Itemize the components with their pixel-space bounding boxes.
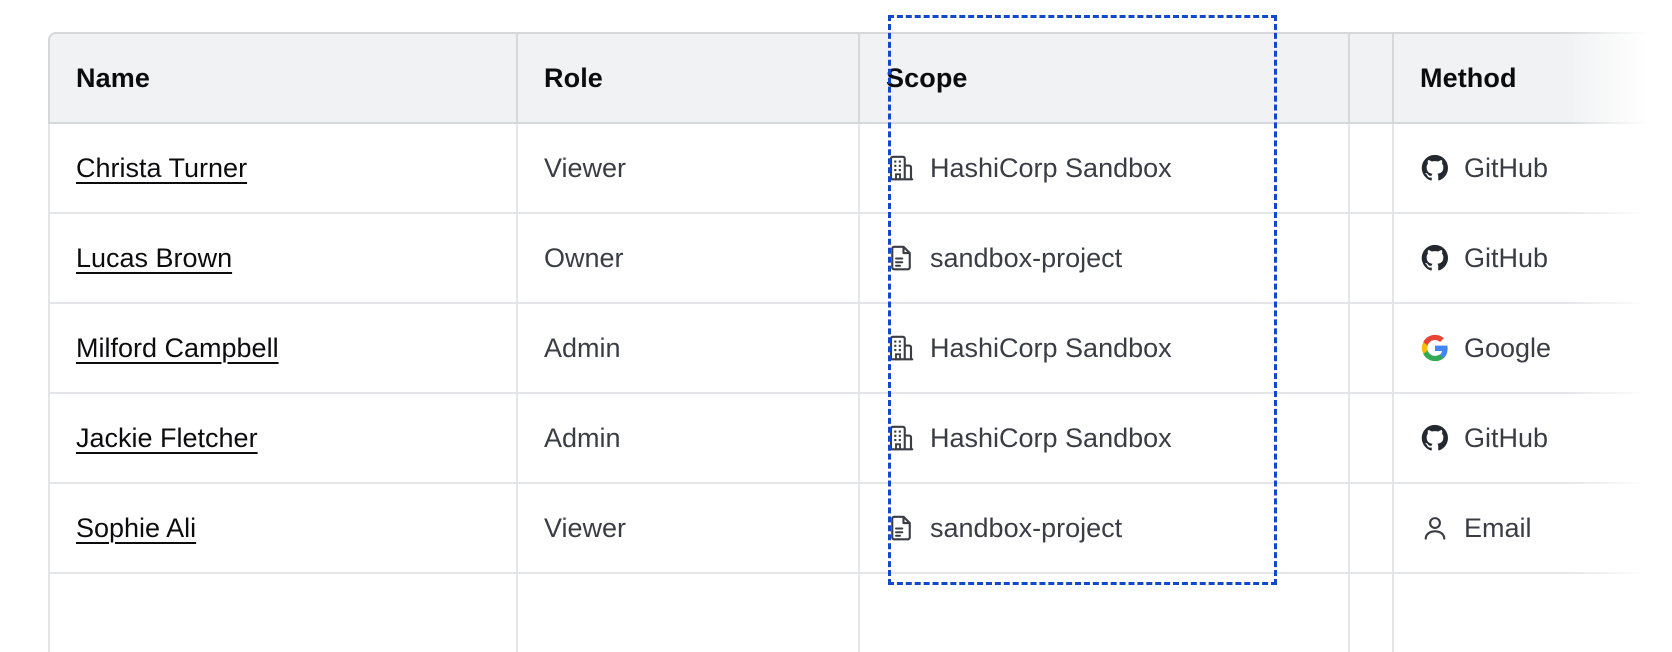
github-icon (1421, 244, 1448, 271)
column-header-role[interactable]: Role (518, 32, 860, 124)
document-icon (891, 515, 911, 541)
cell-role: Viewer (518, 484, 860, 574)
cell-role: Admin (518, 304, 860, 394)
cell-role: Viewer (518, 124, 860, 214)
github-icon (1421, 424, 1448, 451)
cell-name (48, 574, 518, 652)
cell-spacer (1350, 394, 1394, 484)
cell-role: Admin (518, 394, 860, 484)
member-name-link[interactable]: Lucas Brown (76, 242, 233, 273)
document-icon (891, 245, 911, 271)
members-table: Name Role Scope Method Christa Turner Vi… (48, 32, 1672, 652)
user-icon (1424, 517, 1446, 540)
cell-method: Email (1394, 484, 1672, 574)
cell-scope: HashiCorp Sandbox (860, 124, 1350, 214)
scope-label: HashiCorp Sandbox (930, 422, 1172, 453)
cell-scope: HashiCorp Sandbox (860, 394, 1350, 484)
cell-method: GitHub (1394, 124, 1672, 214)
building-icon (888, 155, 914, 181)
google-icon (1421, 334, 1448, 362)
member-name-link[interactable]: Sophie Ali (76, 512, 197, 543)
cell-role (518, 574, 860, 652)
method-label: GitHub (1464, 152, 1549, 183)
cell-scope: sandbox-project (860, 214, 1350, 304)
cell-method: Google (1394, 304, 1672, 394)
scope-label: HashiCorp Sandbox (930, 332, 1172, 363)
cell-spacer (1350, 574, 1394, 652)
scope-label: HashiCorp Sandbox (930, 152, 1172, 183)
scope-label: sandbox-project (930, 512, 1123, 543)
column-header-scope[interactable]: Scope (860, 32, 1350, 124)
building-icon (888, 425, 914, 451)
method-label: Email (1464, 512, 1532, 543)
cell-scope: HashiCorp Sandbox (860, 304, 1350, 394)
cell-spacer (1350, 214, 1394, 304)
member-name-link[interactable]: Jackie Fletcher (76, 422, 258, 453)
cell-spacer (1350, 484, 1394, 574)
column-header-spacer (1350, 32, 1394, 124)
cell-method (1394, 574, 1672, 652)
cell-method: GitHub (1394, 214, 1672, 304)
table-row[interactable]: Sophie Ali Viewer sandbox-project (48, 484, 1672, 574)
member-name-link[interactable]: Christa Turner (76, 152, 248, 183)
members-table-container[interactable]: Name Role Scope Method Christa Turner Vi… (48, 32, 1672, 652)
table-row[interactable]: Lucas Brown Owner sandbox-project (48, 214, 1672, 304)
cell-method: GitHub (1394, 394, 1672, 484)
cell-name: Lucas Brown (48, 214, 518, 304)
cell-scope: sandbox-project (860, 484, 1350, 574)
column-header-method[interactable]: Method (1394, 32, 1672, 124)
method-label: Google (1464, 332, 1552, 363)
member-name-link[interactable]: Milford Campbell (76, 332, 279, 363)
table-header: Name Role Scope Method (48, 32, 1672, 124)
table-header-row: Name Role Scope Method (48, 32, 1672, 124)
cell-role: Owner (518, 214, 860, 304)
cell-spacer (1350, 304, 1394, 394)
table-row[interactable] (48, 574, 1672, 652)
cell-name: Jackie Fletcher (48, 394, 518, 484)
cell-name: Sophie Ali (48, 484, 518, 574)
building-icon (888, 335, 914, 361)
method-label: GitHub (1464, 422, 1549, 453)
table-row[interactable]: Christa Turner Viewer (48, 124, 1672, 214)
column-header-name[interactable]: Name (48, 32, 518, 124)
cell-name: Milford Campbell (48, 304, 518, 394)
table-row[interactable]: Milford Campbell Admin (48, 304, 1672, 394)
table-body: Christa Turner Viewer (48, 124, 1672, 652)
cell-name: Christa Turner (48, 124, 518, 214)
method-label: GitHub (1464, 242, 1549, 273)
scope-label: sandbox-project (930, 242, 1123, 273)
cell-scope (860, 574, 1350, 652)
github-icon (1421, 154, 1448, 181)
table-row[interactable]: Jackie Fletcher Admin (48, 394, 1672, 484)
cell-spacer (1350, 124, 1394, 214)
